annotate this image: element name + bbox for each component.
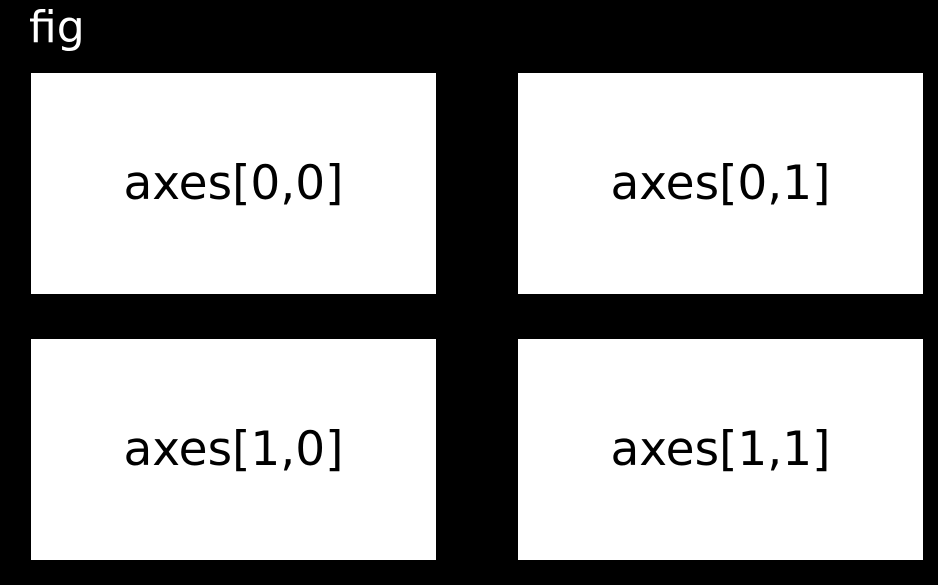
axes-panel-1-1: axes[1,1] (518, 339, 923, 560)
axes-label-0-0: axes[0,0] (123, 156, 344, 211)
figure-label: fig (29, 2, 85, 53)
axes-panel-1-0: axes[1,0] (31, 339, 436, 560)
axes-label-0-1: axes[0,1] (610, 156, 831, 211)
axes-panel-0-0: axes[0,0] (31, 73, 436, 294)
axes-label-1-0: axes[1,0] (123, 422, 344, 477)
axes-label-1-1: axes[1,1] (610, 422, 831, 477)
axes-panel-0-1: axes[0,1] (518, 73, 923, 294)
